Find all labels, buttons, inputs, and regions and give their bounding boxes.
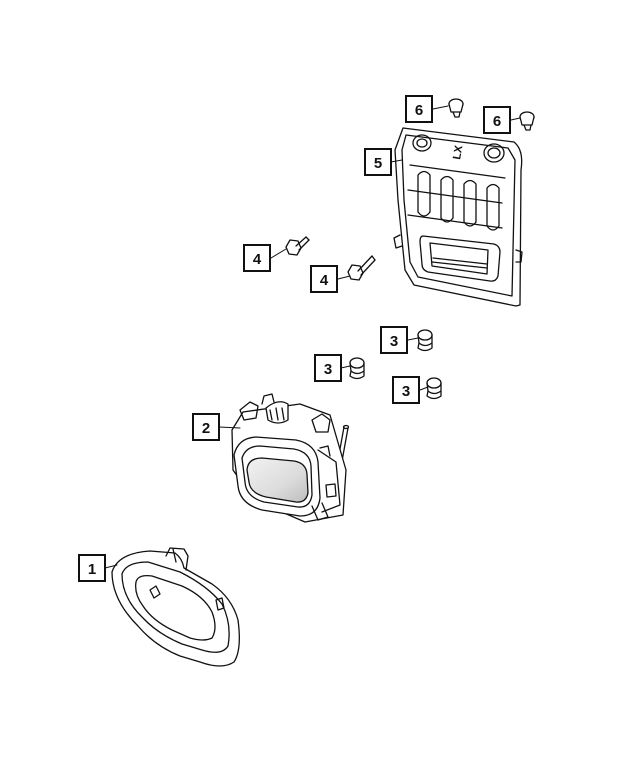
- callout-label: 6: [415, 102, 423, 119]
- callout-4b: 4: [310, 265, 338, 293]
- push-pin-6a: [448, 98, 464, 118]
- mounting-bracket: [393, 127, 523, 307]
- callout-4a: 4: [243, 244, 271, 272]
- callout-label: 3: [324, 361, 332, 378]
- bolt-4b: [347, 255, 376, 281]
- leader-lines: [104, 105, 521, 569]
- callout-1: 1: [78, 554, 106, 582]
- nut-3a: [417, 329, 433, 352]
- sensor-module: [231, 393, 350, 523]
- push-pin-6b: [519, 111, 535, 131]
- bolt-4a: [285, 236, 310, 256]
- bracket-marking: LX: [451, 144, 465, 161]
- callout-label: 2: [202, 420, 210, 437]
- callout-3b: 3: [314, 354, 342, 382]
- callout-label: 3: [390, 333, 398, 350]
- callout-label: 5: [374, 155, 382, 172]
- callout-3a: 3: [380, 326, 408, 354]
- callout-6b: 6: [483, 106, 511, 134]
- callout-3c: 3: [392, 376, 420, 404]
- callout-label: 4: [320, 272, 329, 289]
- callout-5: 5: [364, 148, 392, 176]
- nut-3c: [426, 377, 442, 400]
- bezel: [111, 547, 240, 667]
- callout-label: 1: [88, 561, 96, 578]
- callout-label: 3: [402, 383, 410, 400]
- nut-3b: [349, 357, 365, 380]
- callout-2: 2: [192, 413, 220, 441]
- callout-label: 6: [493, 113, 501, 130]
- callout-label: 4: [253, 251, 262, 268]
- callout-6a: 6: [405, 95, 433, 123]
